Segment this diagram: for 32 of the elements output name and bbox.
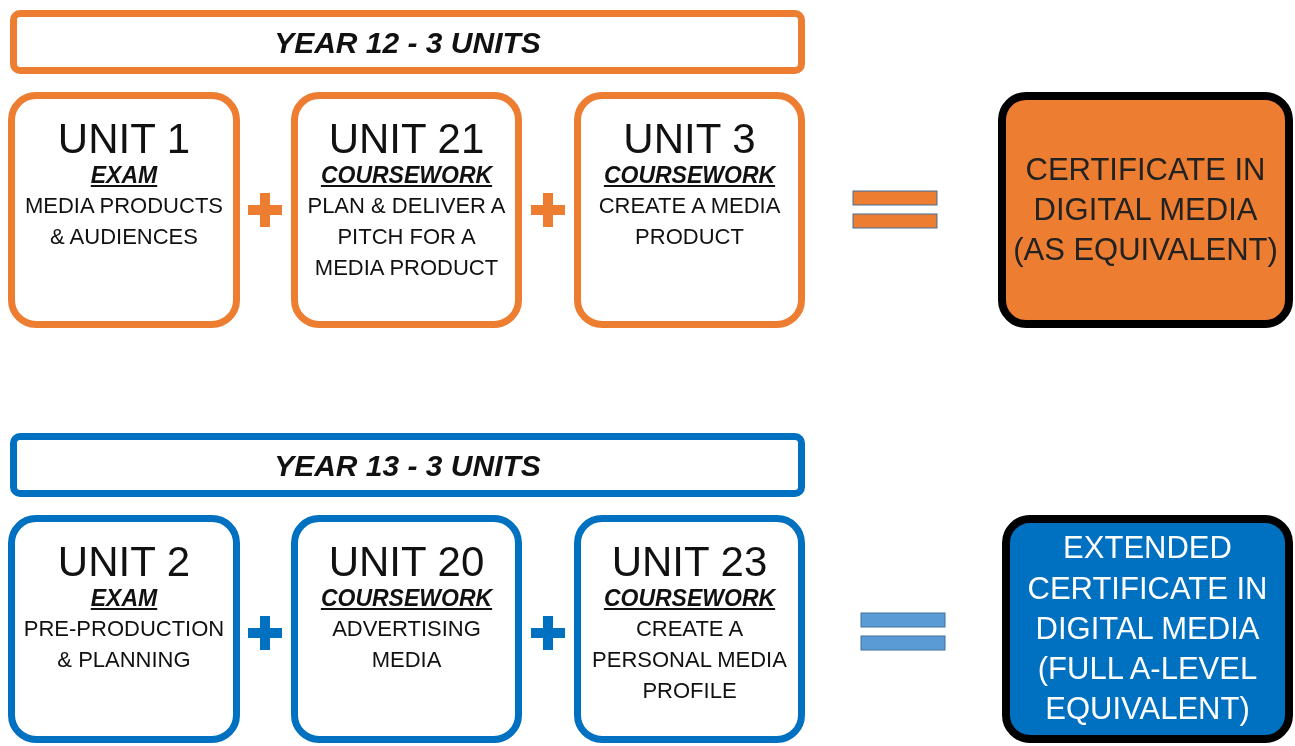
unit-box <box>291 92 522 328</box>
unit-box <box>8 92 240 328</box>
unit-description: ADVERTISING MEDIA <box>331 615 482 674</box>
header-band <box>10 10 805 74</box>
result-box <box>998 92 1293 328</box>
unit-description: CREATE A MEDIA PRODUCT <box>597 192 782 251</box>
unit-box <box>574 515 805 743</box>
unit-title: UNIT 23 <box>611 540 768 585</box>
unit-box <box>8 515 240 743</box>
unit-title: UNIT 3 <box>623 117 756 162</box>
unit-description: PLAN & DELIVER A PITCH FOR A MEDIA PRODUCT <box>306 192 507 282</box>
unit-title: UNIT 2 <box>57 540 191 585</box>
header-text: YEAR 13 - 3 UNITS <box>274 447 541 484</box>
assessment-type: COURSEWORK <box>603 161 776 191</box>
assessment-type: COURSEWORK <box>320 584 493 614</box>
result-box <box>1002 515 1293 743</box>
header-text: YEAR 12 - 3 UNITS <box>274 24 541 61</box>
unit-description: PRE-PRODUCTION & PLANNING <box>22 615 226 674</box>
unit-title: UNIT 21 <box>328 117 485 162</box>
unit-title: UNIT 20 <box>328 540 485 585</box>
assessment-type: COURSEWORK <box>320 161 493 191</box>
unit-title: UNIT 1 <box>57 117 191 162</box>
result-text: CERTIFICATE IN DIGITAL MEDIA (AS EQUIVALENT) <box>1012 150 1279 270</box>
unit-box <box>574 92 805 328</box>
unit-description: MEDIA PRODUCTS & AUDIENCES <box>24 192 224 251</box>
unit-description: CREATE A PERSONAL MEDIA PROFILE <box>591 615 788 705</box>
header-band <box>10 433 805 497</box>
assessment-type: EXAM <box>90 584 158 614</box>
assessment-type: EXAM <box>90 161 158 191</box>
assessment-type: COURSEWORK <box>603 584 776 614</box>
unit-box <box>291 515 522 743</box>
result-text: EXTENDED CERTIFICATE IN DIGITAL MEDIA (FULL A-LEVEL EQUIVALENT) <box>1026 529 1269 729</box>
